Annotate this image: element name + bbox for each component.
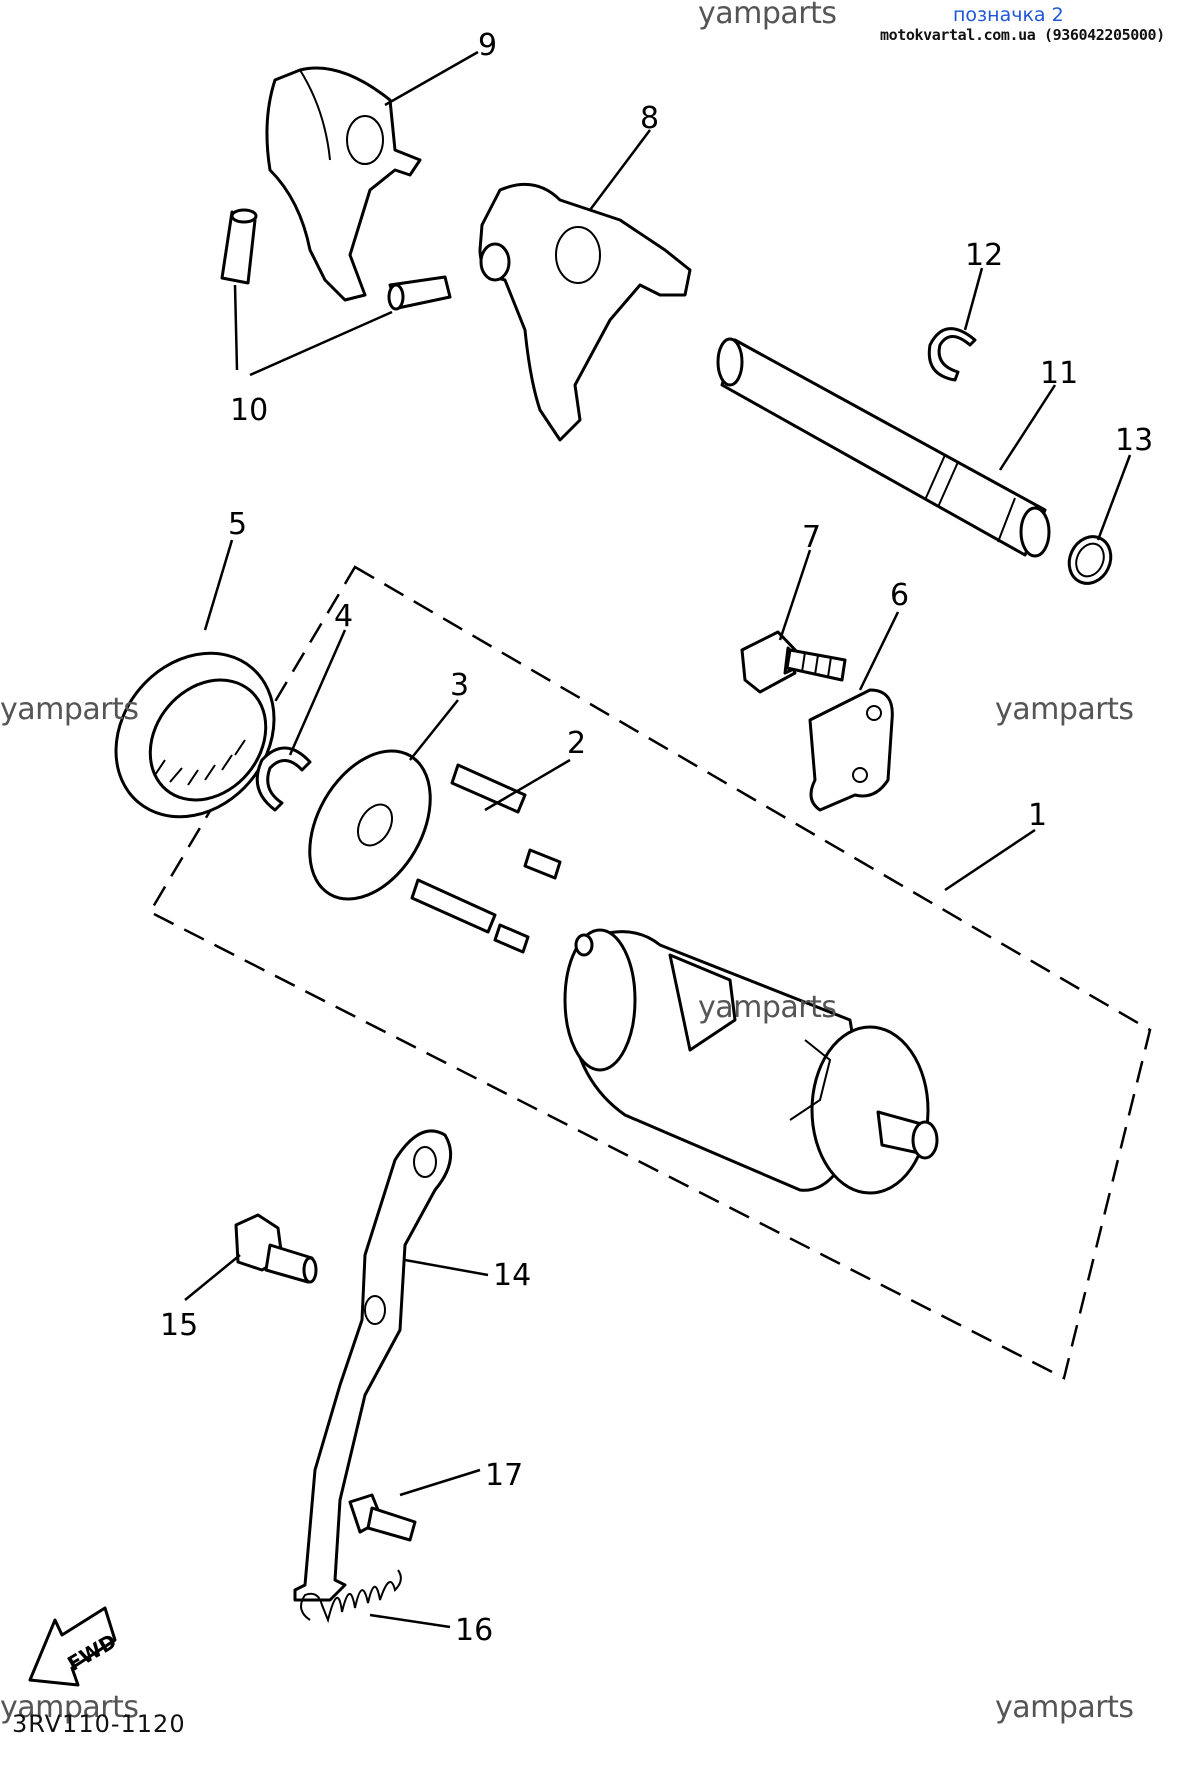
callout-1: 1 [1028, 798, 1047, 833]
part-5-bearing[interactable] [83, 621, 306, 848]
part-6-stopper-plate[interactable] [808, 688, 894, 812]
watermark-left: yamparts [0, 692, 139, 727]
callout-6: 6 [890, 578, 909, 613]
part-8-shift-fork[interactable] [478, 182, 692, 442]
part-9-shift-fork[interactable] [265, 66, 422, 302]
watermark-top: yamparts [698, 0, 837, 31]
part-7-screw[interactable] [740, 630, 847, 694]
part-17-bolt[interactable] [348, 1493, 417, 1542]
callout-14: 14 [493, 1258, 531, 1293]
watermark-right: yamparts [995, 692, 1134, 727]
source-site: motokvartal.com.ua (936042205000) [880, 26, 1165, 44]
part-3-washer[interactable] [285, 730, 455, 921]
callout-2: 2 [567, 726, 586, 761]
callout-16: 16 [455, 1613, 493, 1648]
part-1-shift-drum[interactable] [563, 928, 939, 1195]
callout-4: 4 [334, 599, 353, 634]
watermark-bottom-right: yamparts [995, 1690, 1134, 1725]
callout-9: 9 [478, 28, 497, 63]
part-15-bolt[interactable] [234, 1213, 318, 1284]
part-4-circlip[interactable] [255, 746, 312, 812]
callout-numbers: 5 4 3 2 1 7 6 9 8 10 11 12 13 14 15 16 1… [160, 28, 1153, 1648]
part-14-shift-arm[interactable] [293, 1129, 453, 1602]
part-13-o-ring[interactable] [1062, 530, 1119, 590]
callout-3: 3 [450, 668, 469, 703]
callout-17: 17 [485, 1458, 523, 1493]
fwd-arrow-icon: FWD [28, 1606, 121, 1687]
callout-12: 12 [965, 238, 1003, 273]
callout-5: 5 [228, 507, 247, 542]
callout-7: 7 [802, 520, 821, 555]
assembly-boundary [148, 565, 1152, 1380]
part-2-pins[interactable] [410, 763, 562, 954]
callout-10: 10 [230, 393, 268, 428]
callout-8: 8 [640, 101, 659, 136]
diagram-code: 3RV110-1120 [12, 1710, 186, 1738]
source-label: позначка 2 [953, 4, 1064, 26]
part-10-dowel-pins[interactable] [220, 208, 452, 311]
callout-11: 11 [1040, 356, 1078, 391]
callout-13: 13 [1115, 423, 1153, 458]
part-16-spring[interactable] [300, 1569, 402, 1624]
part-12-circlip[interactable] [927, 327, 977, 382]
watermark-bottom-left: yamparts [0, 1690, 139, 1725]
leader-lines [184, 50, 1132, 1629]
callout-15: 15 [160, 1308, 198, 1343]
part-11-guide-bar[interactable] [716, 337, 1051, 558]
watermark-center: yamparts [698, 990, 837, 1025]
